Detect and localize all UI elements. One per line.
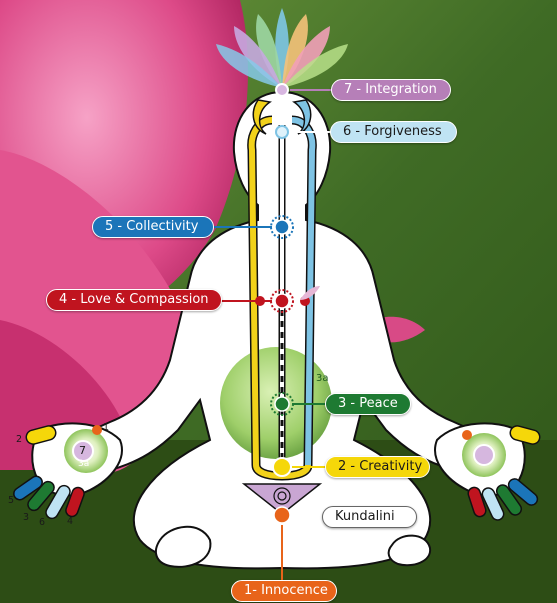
label-collectivity: 5 - Collectivity <box>92 216 214 238</box>
label-kundalini: Kundalini <box>322 506 417 528</box>
marker-finger-1: 1 <box>103 422 109 433</box>
label-forgiveness: 6 - Forgiveness <box>330 121 457 143</box>
chakra-6-icon <box>276 126 288 138</box>
label-love-compassion: 4 - Love & Compassion <box>46 289 222 311</box>
marker-finger-2: 2 <box>16 434 22 445</box>
chakra-1-icon <box>274 507 290 523</box>
chakra-2-icon <box>273 458 291 476</box>
marker-finger-5: 5 <box>8 495 14 506</box>
marker-finger-3: 3 <box>23 512 29 523</box>
marker-finger-6: 6 <box>39 517 45 528</box>
label-creativity: 2 - Creativity <box>325 456 430 478</box>
label-innocence: 1- Innocence <box>231 580 337 602</box>
label-integration: 7 - Integration <box>331 79 451 101</box>
marker-hand-3a: 3a <box>78 459 89 469</box>
label-peace: 3 - Peace <box>325 393 411 415</box>
marker-hand-7: 7 <box>79 444 86 457</box>
chakra-7-icon <box>276 84 288 96</box>
marker-finger-4: 4 <box>67 516 73 527</box>
marker-3a-center: 3a <box>316 373 329 384</box>
